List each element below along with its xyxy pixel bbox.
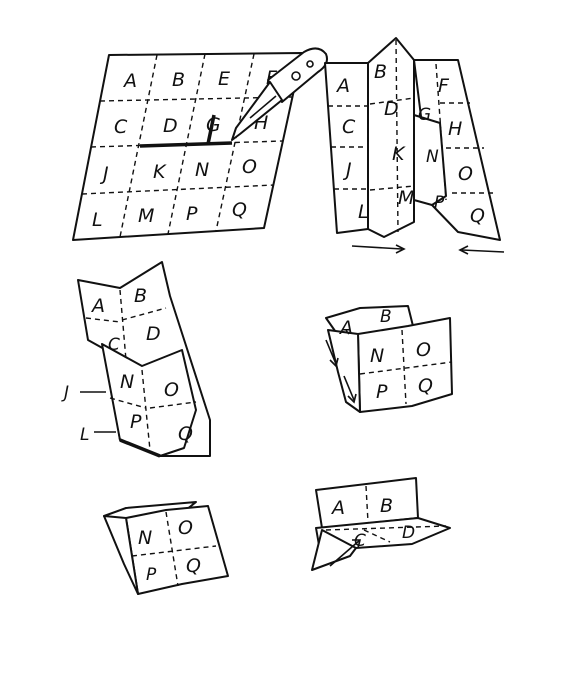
cell-label: A [90, 295, 105, 317]
cell-label: E [218, 68, 230, 90]
step5-booklet: N O P Q [103, 501, 229, 595]
cell-label: F [438, 75, 450, 97]
cell-label: B [380, 307, 392, 327]
cell-label: L [80, 425, 89, 445]
cell-label: B [134, 285, 147, 307]
cell-label: L [92, 209, 103, 231]
cell-label: M [138, 205, 154, 227]
cell-label: C [108, 335, 120, 355]
cell-label: N [195, 159, 209, 181]
cell-label: A [338, 317, 353, 339]
step2-zigzag-sheet: A B F C D G H J K N O L M P Q [324, 37, 501, 241]
cell-label: G [206, 114, 221, 136]
cell-label: A [335, 75, 350, 97]
cell-label: K [153, 161, 167, 183]
step6-booklet: A B C D [311, 477, 451, 571]
cell-label: J [342, 159, 352, 181]
cell-label: O [242, 156, 257, 178]
cell-label: N [426, 147, 439, 167]
cell-label: H [448, 118, 462, 140]
cell-label: L [358, 201, 369, 223]
cell-label: P [186, 203, 198, 225]
cell-label: A [122, 70, 137, 92]
cell-label: O [416, 339, 431, 361]
pocket-knife-icon [231, 47, 328, 141]
cell-label: O [164, 379, 179, 401]
cell-label: C [342, 116, 356, 138]
cell-label: B [374, 61, 387, 83]
cell-label: D [402, 523, 415, 543]
cell-label: K [392, 143, 406, 165]
cell-label: O [458, 163, 473, 185]
cell-label: D [146, 323, 161, 345]
cell-label: O [178, 517, 193, 539]
cell-label: C [114, 116, 128, 138]
cell-label: Q [470, 205, 485, 227]
cell-label: Q [418, 375, 433, 397]
cell-label: N [370, 345, 384, 367]
cell-label: M [398, 187, 414, 209]
cell-label: D [163, 115, 178, 137]
cell-label: N [138, 527, 152, 549]
cell-label: Q [232, 199, 247, 221]
step3-folded-strip: A B C D N O P Q J L [61, 261, 211, 458]
cell-label: J [61, 383, 69, 403]
cell-label: P [376, 381, 388, 403]
cut-line-1 [139, 141, 233, 148]
cell-label: B [380, 495, 393, 517]
arrow-icon [351, 244, 505, 255]
cell-label: Q [178, 423, 193, 445]
cell-label: A [330, 497, 345, 519]
cell-label: N [120, 371, 134, 393]
cell-label: G [418, 105, 431, 125]
cell-label: D [384, 98, 399, 120]
cell-label: P [130, 411, 142, 433]
cell-label: J [99, 163, 109, 185]
cell-label: P [434, 193, 445, 213]
cell-label: Q [186, 555, 201, 577]
step4-booklet: A B N O P Q [325, 305, 453, 413]
cell-label: P [146, 565, 157, 585]
cell-label: B [172, 69, 185, 91]
